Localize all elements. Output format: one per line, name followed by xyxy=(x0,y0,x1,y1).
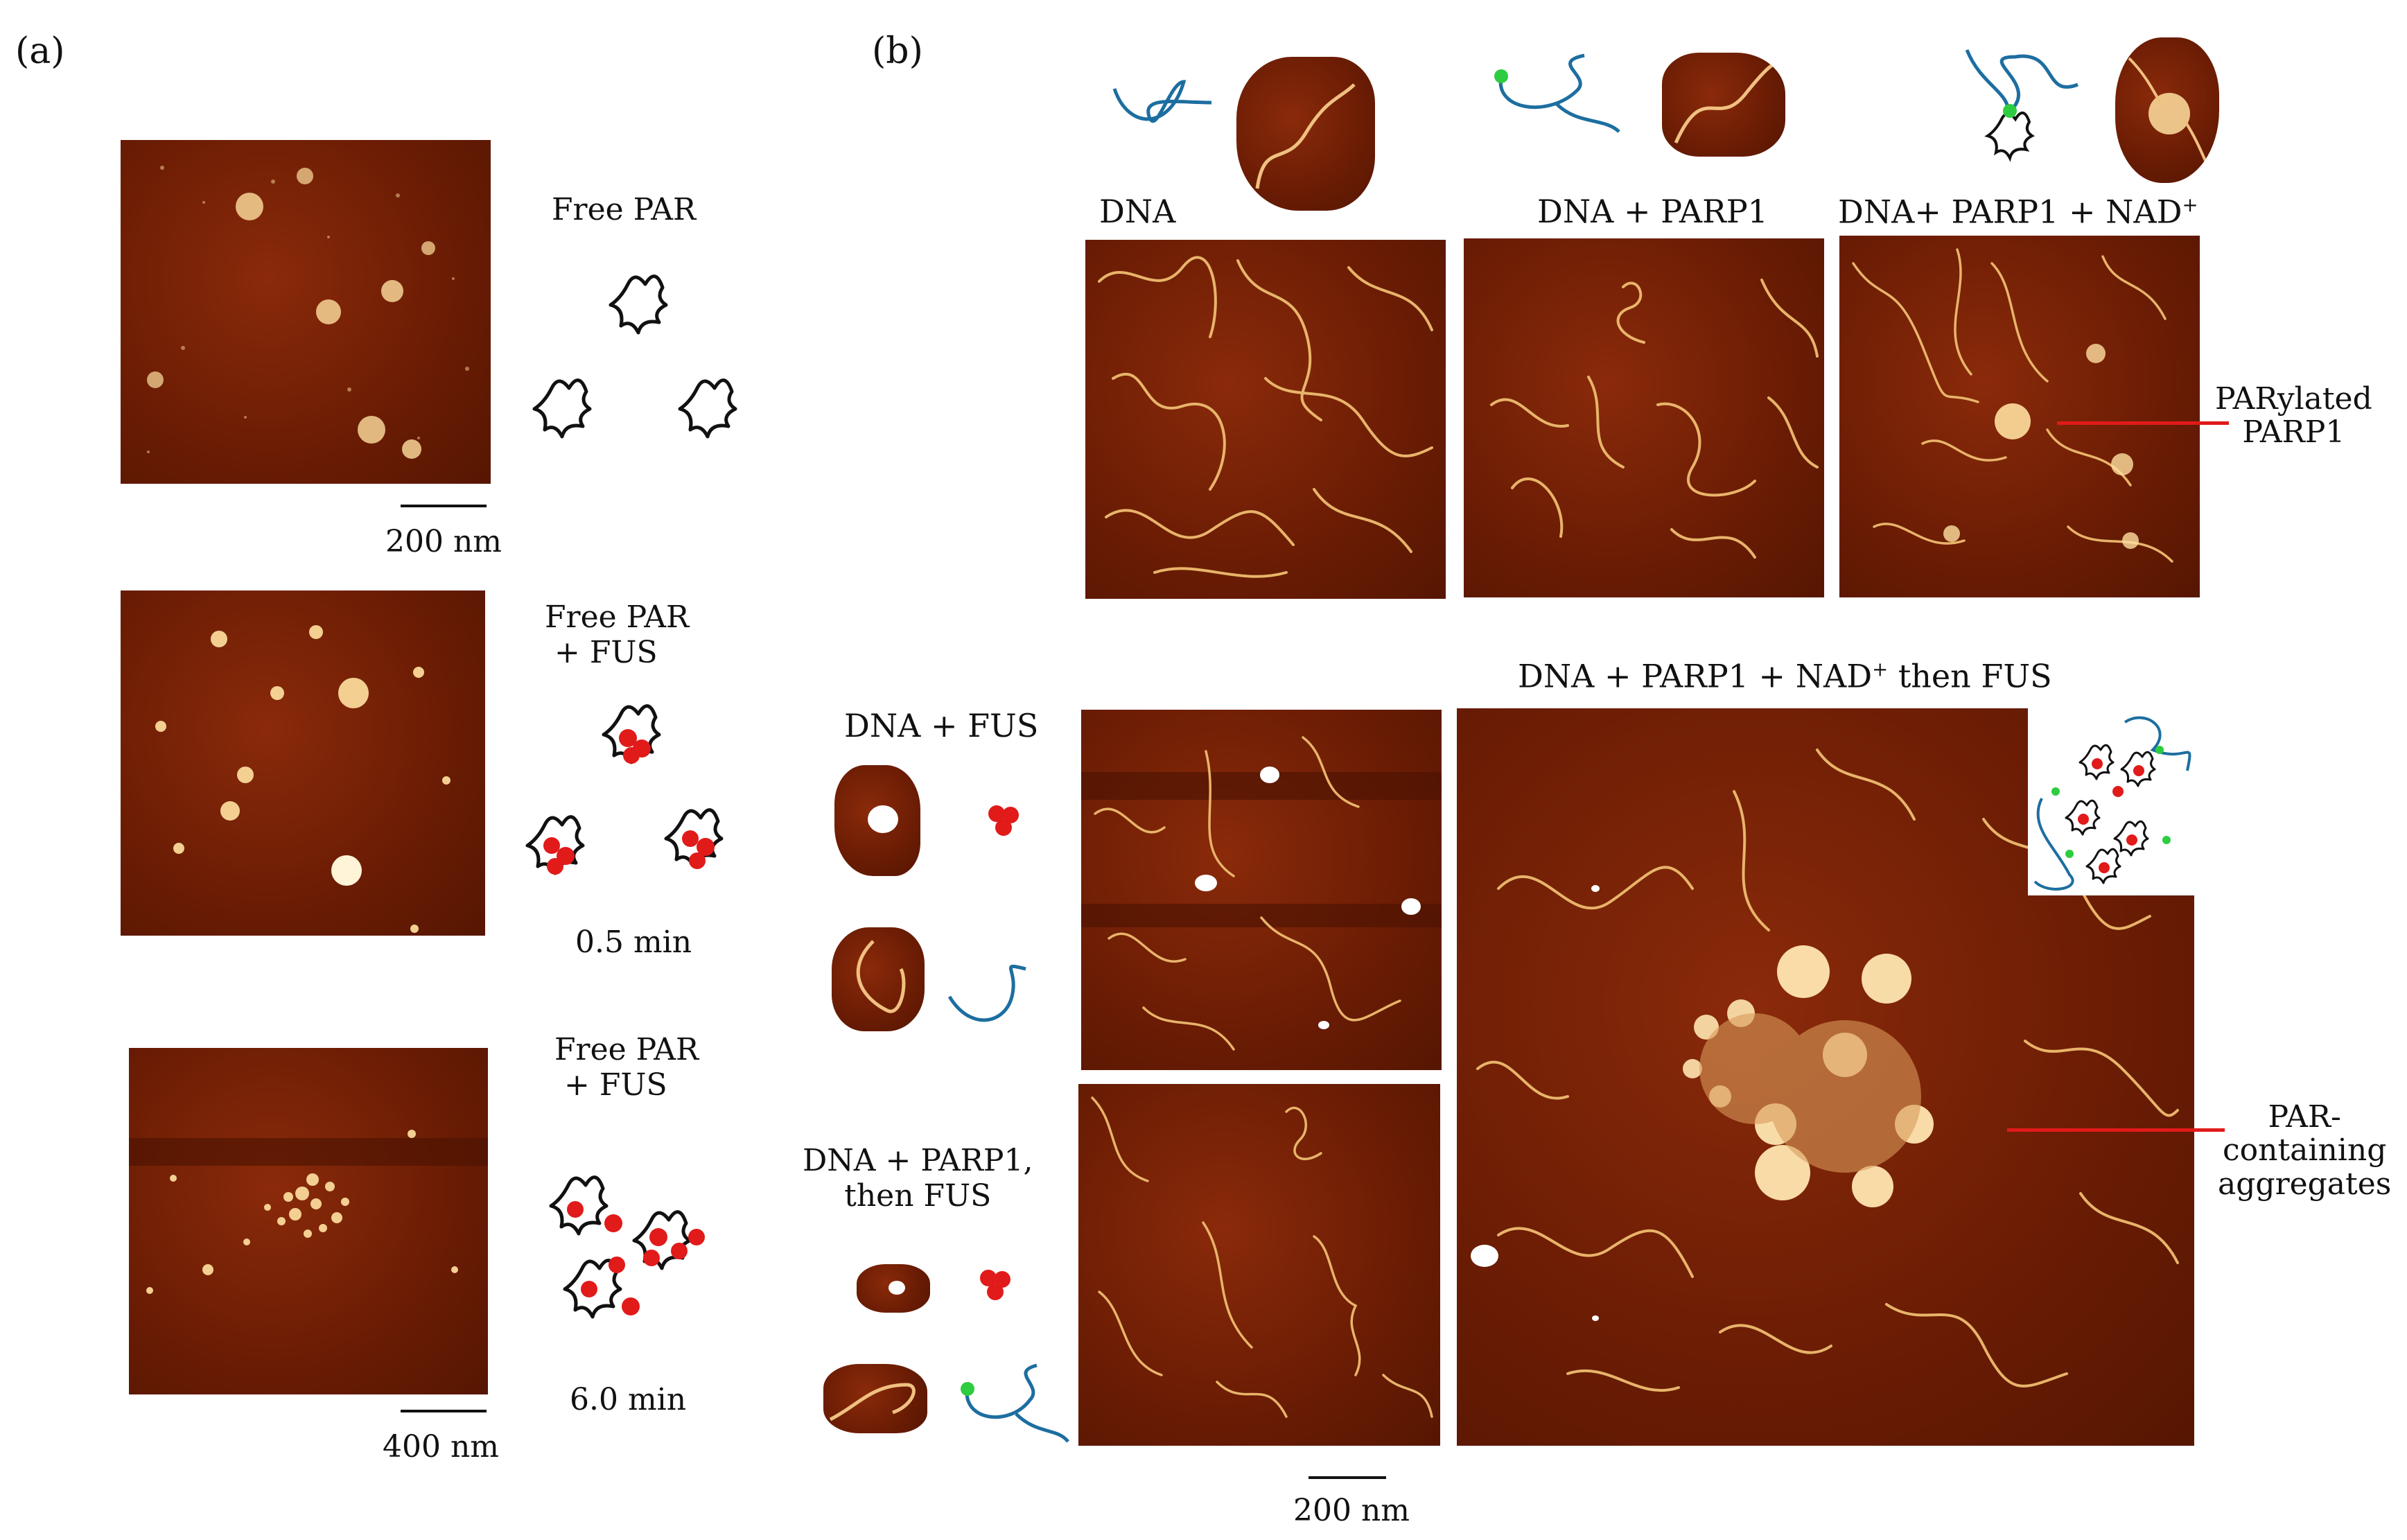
dna-parp1-diagram xyxy=(1494,53,1620,133)
label-dna-parp1-then-fus-text: DNA + PARP1, then FUS xyxy=(803,1143,1033,1214)
diagram-inset-aggregate xyxy=(2028,708,2194,895)
fus-diagram-2 xyxy=(980,1270,1010,1300)
label-free-par-fus-2: Free PAR + FUS xyxy=(554,1032,699,1103)
label-big-title-text: DNA + PARP1 + NAD xyxy=(1518,657,1873,695)
afm-inset-dna-fus-1 xyxy=(834,765,920,876)
dna-parp1-nad-diagram xyxy=(1965,49,2078,162)
label-big-title-sup: + xyxy=(1872,658,1889,681)
label-free-par-fus-2-text: Free PAR + FUS xyxy=(554,1032,699,1103)
dna-diagram-free xyxy=(1112,80,1212,123)
afm-image-dna xyxy=(1085,240,1446,599)
panel-label-b: (b) xyxy=(872,30,923,72)
label-free-par-fus-1-text: Free PAR + FUS xyxy=(545,600,690,670)
fus-diagram-1 xyxy=(988,805,1019,836)
afm-image-dna-parp1-then-fus xyxy=(1078,1084,1440,1446)
label-dna-parp1-nad-text: DNA+ PARP1 + NAD xyxy=(1838,193,2182,231)
afm-inset-parp1-fus-1 xyxy=(857,1264,930,1313)
label-big-title: DNA + PARP1 + NAD+ then FUS xyxy=(1518,660,2052,692)
callout-parylated-parp1: PARylated PARP1 xyxy=(2215,381,2372,450)
pointer-parylated xyxy=(2057,421,2229,425)
par-fus-diagram-2 xyxy=(549,1175,705,1319)
afm-inset-dna-parp1-nad xyxy=(2115,37,2219,183)
afm-inset-dna-fus-2 xyxy=(832,927,925,1031)
afm-inset-parp1-fus-2 xyxy=(823,1364,927,1433)
afm-inset-dna-parp1 xyxy=(1662,53,1785,157)
afm-image-dna-parp1-nad-then-fus xyxy=(1457,708,2194,1446)
par-diagram-free xyxy=(532,274,737,439)
label-free-par: Free PAR xyxy=(552,192,697,227)
dna-parp1-diagram-2 xyxy=(961,1363,1069,1443)
label-dna-parp1: DNA + PARP1 xyxy=(1537,193,1768,230)
time-60-min: 6.0 min xyxy=(570,1382,687,1417)
afm-image-free-par-fus-60 xyxy=(129,1048,488,1394)
callout-par-aggregates-text: PAR- containing aggregates xyxy=(2218,1099,2392,1202)
label-dna: DNA xyxy=(1099,193,1176,230)
afm-image-free-par-fus-05 xyxy=(121,590,485,936)
label-dna-parp1-then-fus: DNA + PARP1, then FUS xyxy=(803,1143,1033,1214)
label-big-title-suffix: then FUS xyxy=(1888,657,2052,695)
afm-inset-dna xyxy=(1236,57,1375,211)
par-fus-diagram-1 xyxy=(525,704,724,875)
afm-image-dna-fus xyxy=(1081,710,1442,1070)
time-05-min: 0.5 min xyxy=(575,925,692,960)
afm-image-dna-parp1 xyxy=(1464,238,1824,597)
label-dna-fus: DNA + FUS xyxy=(844,707,1039,744)
afm-image-dna-parp1-nad xyxy=(1839,236,2200,597)
label-nad-sup: + xyxy=(2182,193,2198,216)
label-dna-parp1-nad: DNA+ PARP1 + NAD+ xyxy=(1838,193,2198,231)
afm-image-free-par xyxy=(121,140,491,484)
callout-parylated-parp1-text: PARylated PARP1 xyxy=(2215,381,2372,450)
callout-par-aggregates: PAR- containing aggregates xyxy=(2218,1099,2392,1202)
panel-label-a: (a) xyxy=(15,30,65,72)
pointer-aggregates xyxy=(2007,1128,2225,1132)
dna-diagram-2 xyxy=(947,964,1026,1022)
label-free-par-fus-1: Free PAR + FUS xyxy=(545,600,689,670)
